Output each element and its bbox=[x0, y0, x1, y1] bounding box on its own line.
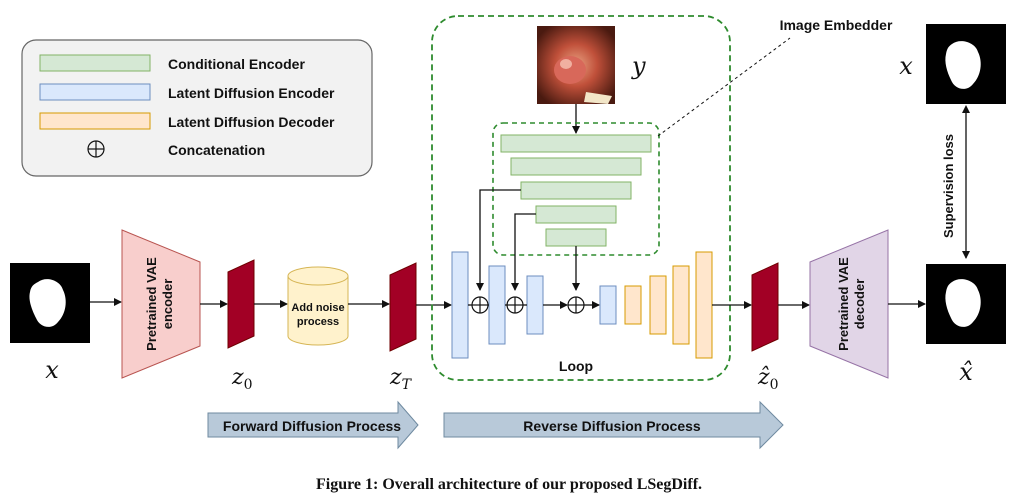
cond-encoder-bar-4 bbox=[535, 205, 617, 224]
latent-zT bbox=[389, 262, 417, 352]
symbol-x-hat: x̂ bbox=[959, 358, 973, 386]
symbol-z0: z0 bbox=[231, 365, 253, 393]
latent-z0 bbox=[227, 259, 255, 349]
concat-node-2 bbox=[506, 296, 524, 314]
ld-decoder-bar-4 bbox=[695, 251, 713, 359]
symbol-z0-hat: ẑ0 bbox=[757, 365, 779, 393]
legend-box bbox=[21, 39, 373, 177]
concat-node-1 bbox=[471, 296, 489, 314]
legend-label-concat: Concatenation bbox=[168, 142, 265, 158]
reverse-diffusion-label: Reverse Diffusion Process bbox=[523, 418, 701, 434]
legend-swatch-decoder bbox=[39, 112, 151, 130]
forward-diffusion-arrow bbox=[207, 400, 419, 450]
ld-decoder-bar-2 bbox=[649, 275, 667, 335]
legend-label-conditional: Conditional Encoder bbox=[168, 56, 305, 72]
ld-decoder-bar-3 bbox=[672, 265, 690, 345]
concat-icon bbox=[87, 140, 105, 158]
ld-encoder-bar-2 bbox=[488, 265, 506, 345]
reverse-diffusion-arrow bbox=[443, 400, 784, 450]
concat-node-3 bbox=[567, 296, 585, 314]
vae-encoder-block bbox=[121, 229, 201, 379]
forward-diffusion-label: Forward Diffusion Process bbox=[223, 418, 401, 434]
input-mask bbox=[10, 263, 90, 343]
cond-link-1 bbox=[476, 189, 521, 291]
cond-link-2 bbox=[511, 213, 536, 291]
latent-z0-hat bbox=[751, 262, 779, 352]
vae-decoder-block bbox=[809, 229, 889, 379]
embedder-pointer-line bbox=[657, 37, 791, 137]
figure-caption: Figure 1: Overall architecture of our pr… bbox=[315, 476, 703, 493]
legend: Conditional Encoder Latent Diffusion Enc… bbox=[21, 39, 373, 177]
supervision-loss-label: Supervision loss bbox=[941, 134, 956, 238]
endoscopy-image bbox=[537, 26, 615, 104]
ground-truth-mask bbox=[926, 24, 1006, 104]
add-noise-label-1: Add noise bbox=[291, 302, 344, 314]
image-embedder-label: Image Embedder bbox=[780, 17, 893, 33]
ld-encoder-bar-3 bbox=[526, 275, 544, 335]
cond-encoder-bar-1 bbox=[500, 134, 652, 153]
vae-encoder-label-1: Pretrained VAE bbox=[144, 257, 159, 351]
cond-encoder-bar-5 bbox=[545, 228, 607, 247]
ld-decoder-bar-1 bbox=[624, 285, 642, 325]
legend-label-decoder: Latent Diffusion Decoder bbox=[168, 114, 335, 130]
loop-box bbox=[431, 15, 731, 381]
vae-decoder-label-1: Pretrained VAE bbox=[836, 257, 851, 351]
ld-encoder-bar-1 bbox=[451, 251, 469, 359]
cond-encoder-bar-3 bbox=[520, 181, 632, 200]
symbol-x-input: x bbox=[45, 356, 59, 384]
add-noise-block bbox=[287, 266, 349, 346]
legend-label-encoder: Latent Diffusion Encoder bbox=[168, 85, 335, 101]
vae-encoder-label-2: encoder bbox=[160, 279, 175, 330]
symbol-y: y bbox=[631, 52, 646, 80]
legend-swatch-conditional bbox=[39, 54, 151, 72]
vae-decoder-label-2: decoder bbox=[852, 279, 867, 330]
loop-label: Loop bbox=[559, 358, 593, 374]
add-noise-label-2: process bbox=[297, 316, 339, 328]
legend-swatch-encoder bbox=[39, 83, 151, 101]
ld-encoder-bar-4 bbox=[599, 285, 617, 325]
symbol-zT: zT bbox=[389, 365, 413, 393]
cond-encoder-bar-2 bbox=[510, 157, 642, 176]
output-mask bbox=[926, 264, 1006, 344]
symbol-x-top: x bbox=[899, 52, 913, 80]
